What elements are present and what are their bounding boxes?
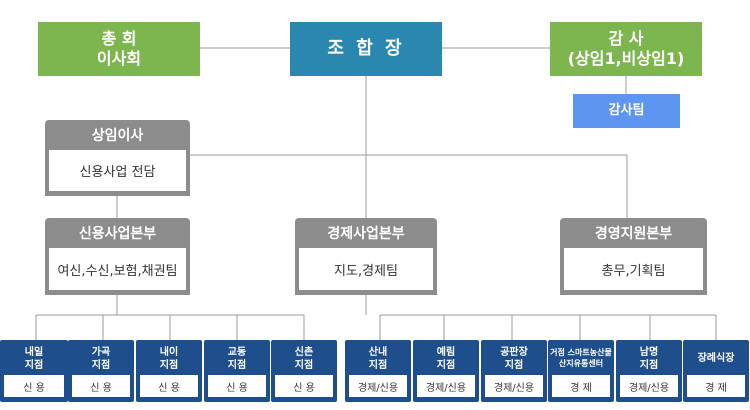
branch-name: 가곡 — [91, 346, 111, 358]
branch-name: 교동 — [227, 346, 247, 358]
management-division-card: 경영지원본부 총무,기획팀 — [560, 218, 707, 295]
general-assembly-box: 총 회 이사회 — [38, 22, 200, 76]
branch-suffix: 지점 — [436, 359, 456, 371]
audit-team-label: 감사팀 — [608, 102, 645, 118]
branch-suffix: 지점 — [294, 359, 314, 371]
branch-type: 경제/신용 — [417, 375, 475, 397]
branch-suffix: 지점 — [227, 359, 247, 371]
branch-name: 내이 — [159, 346, 179, 358]
branch-type: 경제/신용 — [485, 375, 543, 397]
branch-name: 신촌 — [294, 346, 314, 358]
branch-type: 신 용 — [4, 375, 64, 397]
branch-suffix: 지점 — [24, 359, 44, 371]
management-division-teams: 총무,기획팀 — [564, 248, 703, 290]
general-assembly-label: 총 회 — [101, 29, 137, 48]
auditor-box: 감 사 (상임1,비상임1) — [550, 22, 702, 76]
economic-division-card: 경제사업본부 지도,경제팀 — [295, 218, 437, 295]
branch-type: 신 용 — [275, 375, 333, 397]
branch-name: 예림 — [436, 346, 456, 358]
economic-division-title: 경제사업본부 — [327, 226, 405, 242]
managing-director-title: 상임이사 — [91, 128, 144, 144]
branch-name: 산내 — [368, 346, 388, 358]
branch-suffix: 지점 — [504, 359, 524, 371]
branch-suffix: 지점 — [639, 359, 659, 371]
branch-name: 공판장 — [500, 346, 528, 358]
branch-suffix: 지점 — [91, 359, 111, 371]
branch-type: 경제/신용 — [620, 375, 678, 397]
branch-suffix: 산지유통센터 — [558, 358, 604, 368]
branch-suffix: 지점 — [159, 359, 179, 371]
branch-type: 경 제 — [552, 375, 610, 397]
auditor-detail: (상임1,비상임1) — [567, 49, 685, 68]
branch-box: 장례식장 경 제 — [683, 340, 749, 402]
branch-name: 내일 — [24, 346, 44, 358]
credit-division-title: 신용사업본부 — [78, 226, 157, 242]
credit-division-card: 신용사업본부 여신,수신,보험,채권팀 — [45, 218, 190, 295]
branch-name: 거점 스마트농산물 — [550, 347, 612, 357]
branch-type: 신 용 — [72, 375, 130, 397]
audit-team-box: 감사팀 — [573, 94, 680, 128]
branch-type: 신 용 — [208, 375, 266, 397]
economic-division-teams: 지도,경제팀 — [299, 248, 433, 290]
board-label: 이사회 — [96, 49, 142, 68]
managing-director-duty: 신용사업 전담 — [49, 150, 186, 191]
credit-division-teams: 여신,수신,보험,채권팀 — [49, 248, 186, 290]
branch-name: 남명 — [639, 346, 659, 358]
management-division-title: 경영지원본부 — [594, 226, 673, 242]
chairman-box: 조 합 장 — [290, 22, 442, 76]
branch-type: 경 제 — [687, 375, 745, 397]
chairman-label: 조 합 장 — [327, 37, 405, 59]
managing-director-card: 상임이사 신용사업 전담 — [45, 120, 190, 196]
branch-type: 경제/신용 — [349, 375, 407, 397]
branch-suffix: 지점 — [368, 359, 388, 371]
branch-type: 신 용 — [140, 375, 198, 397]
auditor-label: 감 사 — [608, 29, 644, 48]
branch-name: 장례식장 — [697, 353, 735, 364]
